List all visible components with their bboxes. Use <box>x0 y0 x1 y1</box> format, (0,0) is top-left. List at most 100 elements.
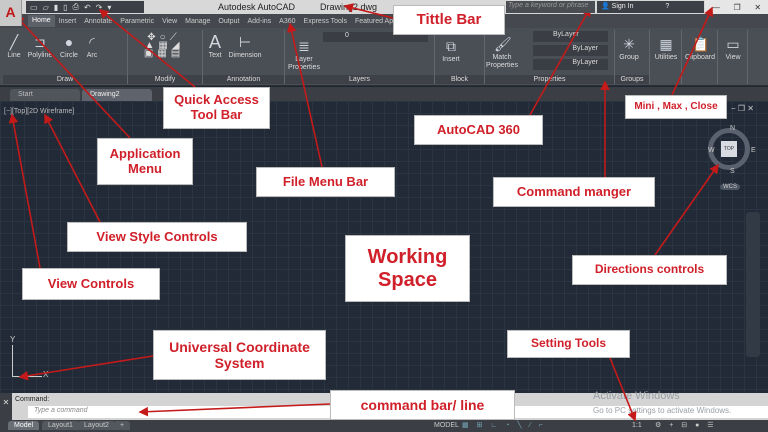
layout-tab-layout2[interactable]: Layout2 <box>78 421 115 430</box>
viewcube-top-face[interactable]: TOP <box>721 141 737 157</box>
save-icon[interactable]: ▮ <box>53 2 59 12</box>
annotation-file-menu: File Menu Bar <box>256 167 395 197</box>
color-dropdown[interactable]: ByLayer <box>533 31 608 42</box>
tab-express-tools[interactable]: Express Tools <box>303 17 347 25</box>
annotation-command-manager: Command manger <box>493 177 655 207</box>
drafting-settings-icons[interactable]: ▦ ⊞ ∟ ◔ ╲ ∕ ⌐ <box>462 422 546 429</box>
modify-tools-icon[interactable]: ✥○⟋▲▦◢▣▦▤ <box>143 32 185 59</box>
annotation-view-controls: View Controls <box>22 268 160 300</box>
circle-tool[interactable]: ●Circle <box>60 34 78 59</box>
status-bar: Model Layout1 Layout2 + MODEL ▦ ⊞ ∟ ◔ ╲ … <box>0 420 768 432</box>
layout-tab-model[interactable]: Model <box>8 421 40 430</box>
layers-panel-label[interactable]: Layers <box>285 75 434 84</box>
annotation-scale[interactable]: 1:1 <box>632 422 642 429</box>
compass-north[interactable]: N <box>730 125 736 132</box>
add-layout-button[interactable]: + <box>114 421 131 430</box>
utilities-panel[interactable]: ▦Utilities <box>650 30 682 84</box>
properties-panel-label[interactable]: Properties <box>485 75 614 84</box>
groups-panel-label[interactable]: Groups <box>615 75 649 84</box>
search-input[interactable]: Type a keyword or phrase <box>506 1 595 13</box>
calculator-icon: ▦ <box>659 36 673 52</box>
tab-parametric[interactable]: Parametric <box>120 17 155 25</box>
modify-panel-label[interactable]: Modify <box>128 75 202 84</box>
group-tool[interactable]: ✳Group <box>619 36 639 61</box>
tab-insert[interactable]: Insert <box>58 17 77 25</box>
tab-home[interactable]: Home <box>28 15 55 27</box>
viewport-window-controls[interactable]: − ❐ ✕ <box>731 104 754 113</box>
annotation-autocad360: AutoCAD 360 <box>414 115 543 145</box>
command-history: Command: <box>15 396 50 403</box>
tab-manage[interactable]: Manage <box>185 17 211 25</box>
navigation-bar[interactable] <box>746 212 760 357</box>
close-command-icon[interactable]: ✕ <box>0 393 12 420</box>
new-icon[interactable]: ▭ <box>30 2 38 12</box>
tab-add-ins[interactable]: Add-ins <box>247 17 272 25</box>
window-controls: — ❐ ✕ <box>705 0 768 14</box>
polyline-icon: ⊐ <box>34 34 46 50</box>
ucs-x-label: X <box>43 370 49 379</box>
clipboard-panel[interactable]: 📋Clipboard <box>682 30 718 84</box>
polyline-tool[interactable]: ⊐Polyline <box>27 34 53 59</box>
tab-featured-apps[interactable]: Featured Apps <box>354 17 401 25</box>
undo-icon[interactable]: ↶ <box>83 2 91 12</box>
redo-icon[interactable]: ↷ <box>95 2 103 12</box>
workspace-settings-icons[interactable]: ⚙ + ⊟ ● ☰ <box>655 422 717 429</box>
block-panel: ⧉Insert Block <box>435 30 485 84</box>
line-tool[interactable]: ╱Line <box>7 34 21 59</box>
tab-view[interactable]: View <box>162 17 178 25</box>
draw-panel: ╱Line ⊐Polyline ●Circle ◜Arc Draw <box>3 30 128 84</box>
model-space-toggle[interactable]: MODEL <box>434 422 459 429</box>
customize-icon[interactable]: ▾ <box>107 2 112 12</box>
user-icon: 👤 <box>601 3 610 10</box>
lineweight-dropdown[interactable]: ByLayer <box>533 59 608 70</box>
dimension-icon: ⊢ <box>238 34 252 50</box>
app-name: Autodesk AutoCAD <box>218 2 296 12</box>
minimize-icon[interactable]: — <box>711 2 720 12</box>
annotation-view-style: View Style Controls <box>67 222 247 252</box>
linetype-dropdown[interactable]: ByLayer <box>533 45 608 56</box>
layer-dropdown[interactable]: 0 <box>323 32 428 42</box>
tab-a360[interactable]: A360 <box>279 17 296 25</box>
print-icon[interactable]: ⎙ <box>72 2 79 11</box>
sign-in-area: 👤 Sign In ? <box>597 1 704 13</box>
compass-south[interactable]: S <box>730 168 735 175</box>
viewcube[interactable]: TOP <box>708 128 750 170</box>
compass-east[interactable]: E <box>751 147 756 154</box>
file-tab-start[interactable]: Start <box>10 89 80 101</box>
tab-annotate[interactable]: Annotate <box>84 17 113 25</box>
help-icon[interactable]: ? <box>665 3 670 10</box>
arc-tool[interactable]: ◜Arc <box>83 34 101 60</box>
tab-output[interactable]: Output <box>218 17 240 25</box>
block-panel-label[interactable]: Block <box>435 75 484 84</box>
annotation-title-bar: Tittle Bar <box>393 5 505 35</box>
layout-tab-layout1[interactable]: Layout1 <box>42 421 79 430</box>
file-tab-drawing2[interactable]: Drawing2 <box>82 89 152 101</box>
view-panel[interactable]: ▭View <box>718 30 748 84</box>
sign-in-button[interactable]: Sign In <box>611 3 634 10</box>
layer-properties-tool[interactable]: ≣Layer Properties <box>288 38 320 71</box>
groups-panel: ✳Group Groups <box>615 30 650 84</box>
annotation-quick-access: Quick Access Tool Bar <box>163 87 270 129</box>
close-icon[interactable]: ✕ <box>754 2 762 12</box>
annotation-directions: Directions controls <box>572 255 727 285</box>
modify-panel: ✥○⟋▲▦◢▣▦▤ Modify <box>128 30 203 84</box>
view-controls-label[interactable]: [−][Top][2D Wireframe] <box>4 108 75 115</box>
annotation-panel-label[interactable]: Annotation <box>203 75 284 84</box>
dimension-tool[interactable]: ⊢Dimension <box>228 34 262 59</box>
compass-west[interactable]: W <box>708 147 715 154</box>
save-as-icon[interactable]: ▯ <box>63 2 68 12</box>
layers-icon: ≣ <box>298 38 310 54</box>
wcs-menu[interactable]: WCS <box>720 184 740 190</box>
application-menu-button[interactable]: A <box>0 0 22 26</box>
insert-tool[interactable]: ⧉Insert <box>442 38 460 63</box>
draw-panel-label[interactable]: Draw <box>3 75 127 84</box>
watermark-subtitle: Go to PC settings to activate Windows. <box>593 406 732 415</box>
open-icon[interactable]: ▱ <box>42 2 49 12</box>
match-properties-tool[interactable]: 🖌Match Properties <box>486 36 518 69</box>
ucs-x-axis <box>12 376 42 377</box>
text-icon: A <box>208 32 221 52</box>
maximize-icon[interactable]: ❐ <box>733 2 741 12</box>
annotation-setting-tools: Setting Tools <box>507 330 630 358</box>
annotation-working-space: Working Space <box>345 235 470 302</box>
